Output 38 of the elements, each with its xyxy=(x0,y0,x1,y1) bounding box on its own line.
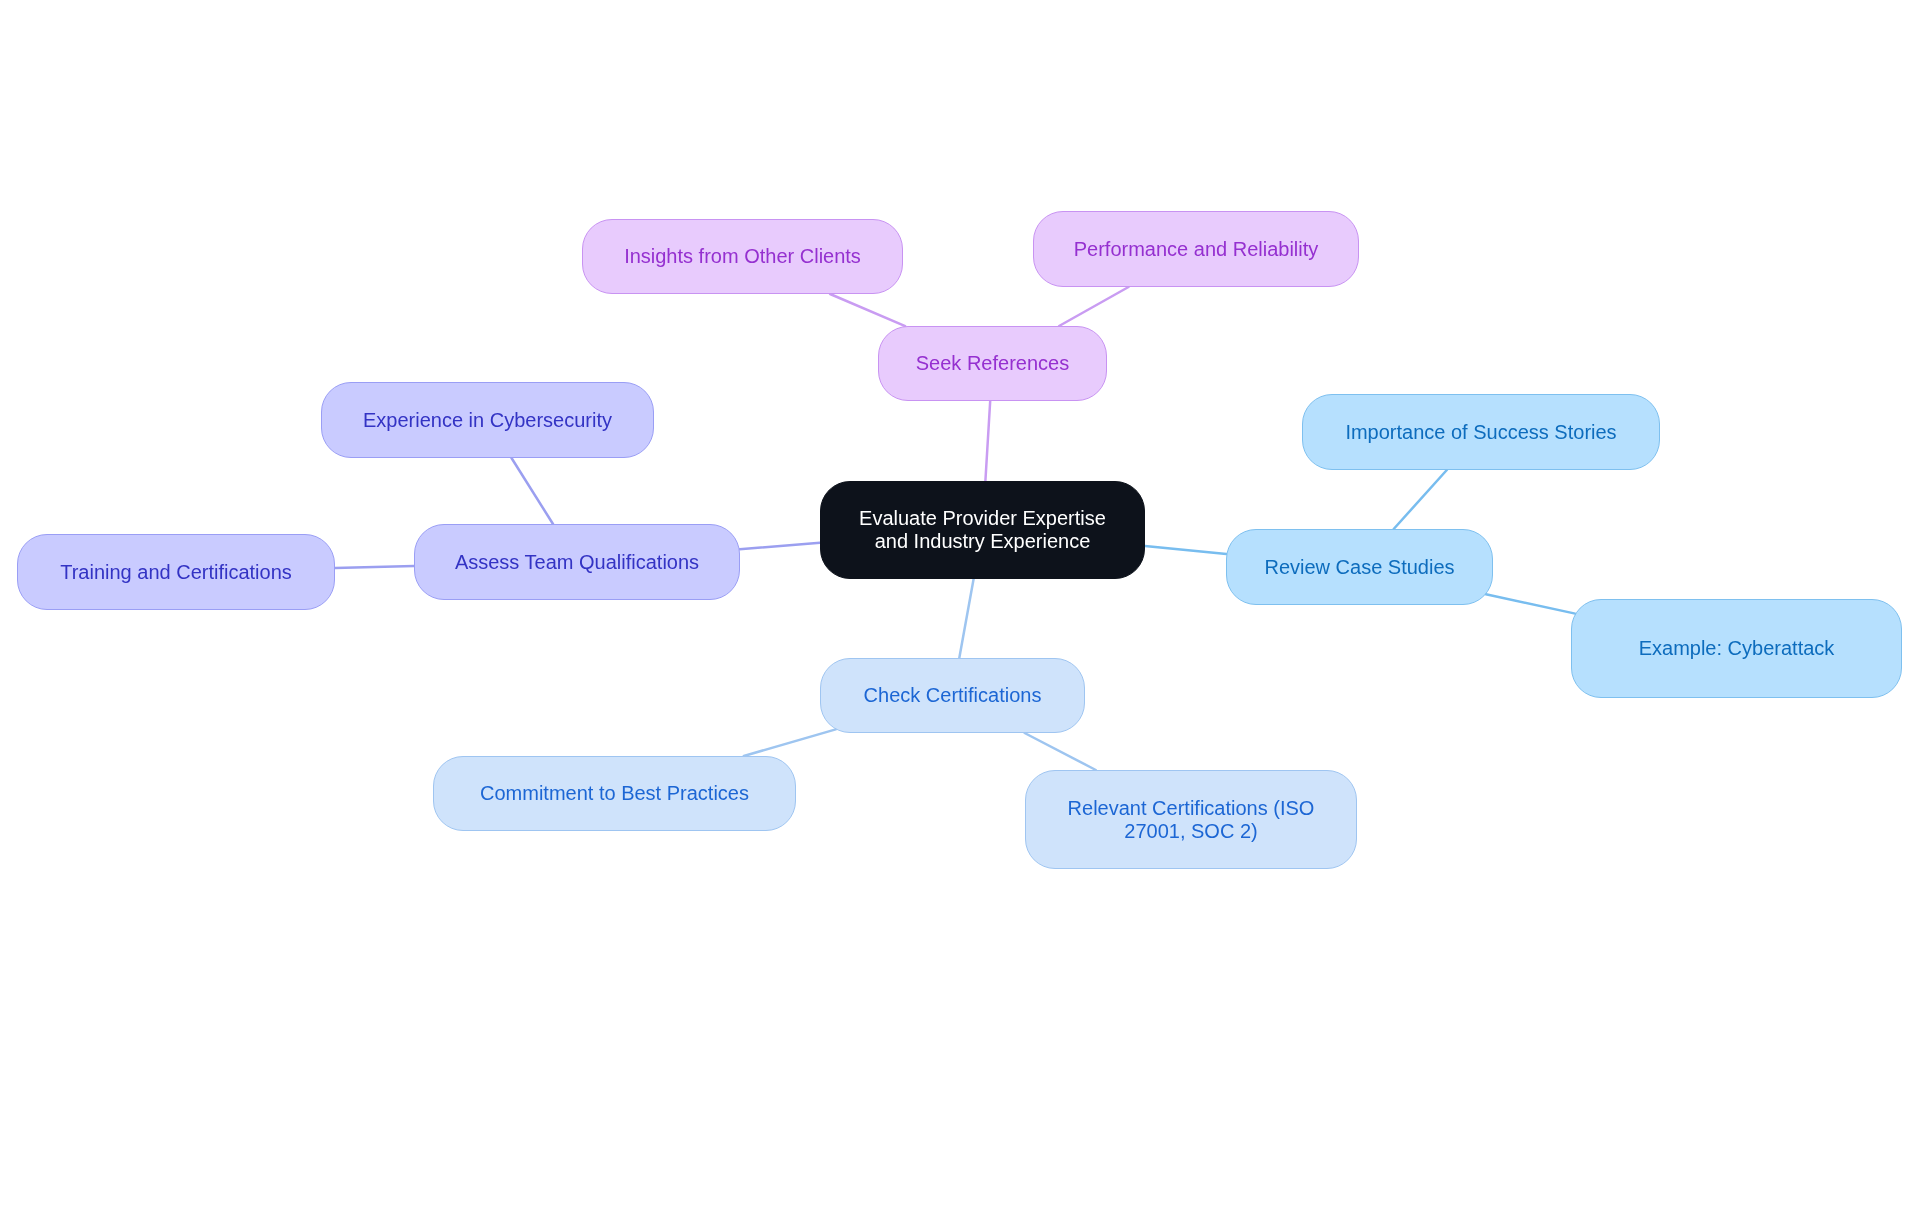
central-topic-box xyxy=(820,481,1145,579)
topic-pill xyxy=(1033,211,1359,287)
topic-pill xyxy=(1025,770,1357,869)
topic-label: Check Certifications xyxy=(863,684,1042,707)
connector-line xyxy=(742,728,837,758)
topic-pill xyxy=(878,326,1107,401)
topic-label: Training and Certifications xyxy=(60,560,292,584)
connector-line xyxy=(333,564,416,570)
topic-label: Commitment to Best Practices xyxy=(480,782,749,805)
connector-line xyxy=(958,577,975,660)
topic-label: Seek References xyxy=(915,352,1070,375)
topic-pill xyxy=(1226,529,1493,605)
topic-pill xyxy=(433,756,796,831)
connector-line xyxy=(984,399,992,483)
topic-label: Insights from Other Clients xyxy=(624,245,861,268)
connector-line xyxy=(1023,731,1098,772)
topic-pill xyxy=(1302,394,1660,470)
topic-label: Example: Cyberattack xyxy=(1638,637,1835,660)
topic-pill xyxy=(321,382,654,458)
connector-line xyxy=(1392,468,1449,531)
connector-line xyxy=(510,456,555,526)
connector-line xyxy=(738,541,822,551)
topic-pill xyxy=(820,658,1085,733)
topic-label: Experience in Cybersecurity xyxy=(363,408,612,432)
topic-label: Review Case Studies xyxy=(1264,555,1455,579)
topic-label: Performance and Reliability xyxy=(1073,237,1319,261)
topic-label: Relevant Certifications (ISO 27001, SOC 2) xyxy=(1066,796,1316,843)
topic-pill xyxy=(1571,599,1902,698)
topic-label: Evaluate Provider Expertise and Industry Experience xyxy=(858,507,1107,553)
connector-line xyxy=(828,292,907,328)
topic-label: Importance of Success Stories xyxy=(1345,420,1617,444)
connector-line xyxy=(1143,544,1228,556)
topic-label: Assess Team Qualifications xyxy=(454,550,700,574)
topic-pill xyxy=(582,219,903,294)
connector-line xyxy=(1484,593,1577,615)
connector-line xyxy=(1057,285,1130,328)
topic-pill xyxy=(17,534,335,610)
topic-pill xyxy=(414,524,740,600)
